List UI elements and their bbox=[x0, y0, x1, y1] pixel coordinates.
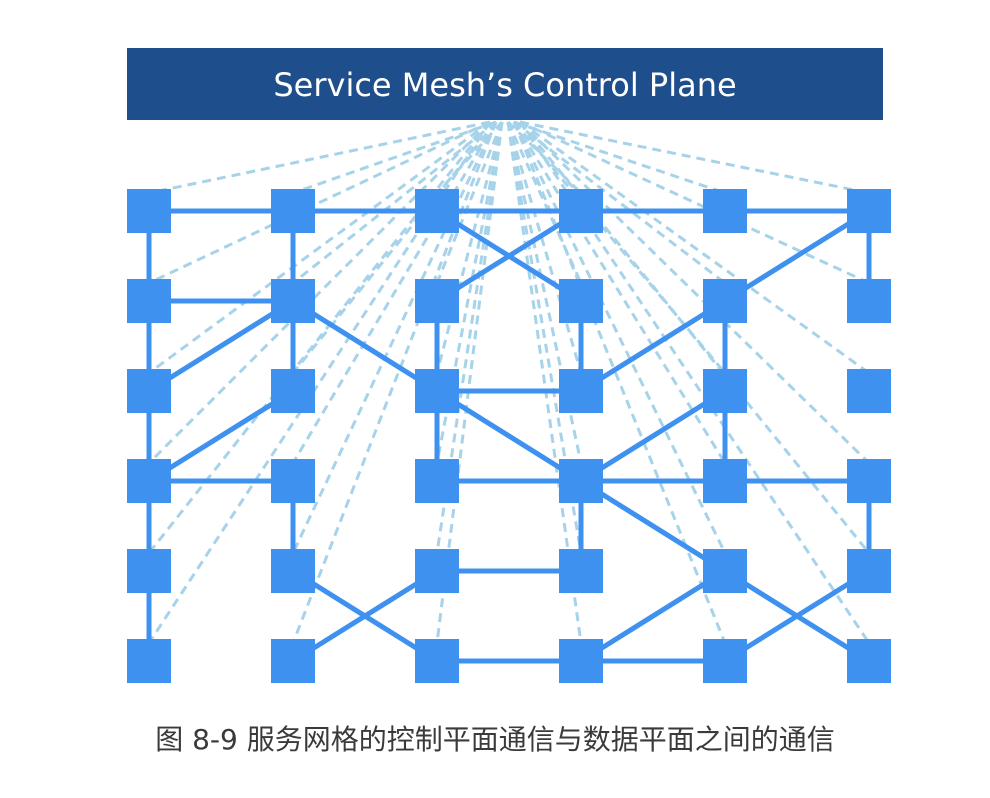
control-link-c4-r4 bbox=[512, 121, 727, 554]
control-link-c5-r0 bbox=[519, 120, 870, 195]
proxy-node-c5-r0 bbox=[847, 189, 891, 233]
control-plane-connections bbox=[147, 120, 871, 644]
proxy-node-c1-r5 bbox=[271, 639, 315, 683]
mesh-link-27 bbox=[579, 388, 727, 484]
control-link-c2-r0 bbox=[435, 120, 504, 195]
figure-caption: 图 8-9 服务网格的控制平面通信与数据平面之间的通信 bbox=[155, 723, 835, 756]
mesh-link-36 bbox=[291, 568, 439, 664]
mesh-link-13 bbox=[291, 298, 439, 394]
control-link-c1-r0 bbox=[292, 120, 497, 195]
mesh-link-26 bbox=[435, 388, 583, 484]
proxy-node-c4-r1 bbox=[703, 279, 747, 323]
proxy-node-c3-r5 bbox=[559, 639, 603, 683]
proxy-node-c2-r1 bbox=[415, 279, 459, 323]
proxy-node-c5-r3 bbox=[847, 459, 891, 503]
control-link-c0-r2 bbox=[148, 120, 491, 375]
proxy-node-c1-r3 bbox=[271, 459, 315, 503]
proxy-node-c3-r1 bbox=[559, 279, 603, 323]
proxy-node-c3-r3 bbox=[559, 459, 603, 503]
proxy-node-c4-r2 bbox=[703, 369, 747, 413]
proxy-node-c1-r4 bbox=[271, 549, 315, 593]
mesh-link-17 bbox=[435, 208, 583, 304]
control-link-c5-r1 bbox=[519, 120, 870, 285]
proxy-node-c2-r4 bbox=[415, 549, 459, 593]
banner-background bbox=[127, 48, 883, 120]
proxy-node-c5-r4 bbox=[847, 549, 891, 593]
proxy-node-c3-r4 bbox=[559, 549, 603, 593]
proxy-node-c0-r1 bbox=[127, 279, 171, 323]
control-link-c0-r1 bbox=[148, 120, 491, 285]
control-link-c1-r1 bbox=[292, 120, 497, 285]
control-link-c0-r0 bbox=[148, 120, 491, 195]
proxy-node-c0-r2 bbox=[127, 369, 171, 413]
control-plane-banner: Service Mesh’s Control Plane bbox=[127, 48, 883, 120]
proxy-node-c5-r2 bbox=[847, 369, 891, 413]
control-link-c4-r2 bbox=[512, 121, 727, 374]
proxy-node-c4-r0 bbox=[703, 189, 747, 233]
control-link-c0-r3 bbox=[147, 120, 492, 465]
mesh-link-40 bbox=[579, 568, 727, 664]
proxy-node-c5-r5 bbox=[847, 639, 891, 683]
proxy-node-c0-r5 bbox=[127, 639, 171, 683]
control-link-c1-r4 bbox=[291, 121, 498, 554]
proxy-node-c0-r4 bbox=[127, 549, 171, 593]
control-link-c1-r3 bbox=[291, 121, 498, 464]
mesh-link-43 bbox=[723, 568, 871, 664]
control-link-c0-r5 bbox=[147, 121, 492, 644]
proxy-node-c4-r5 bbox=[703, 639, 747, 683]
proxy-node-c0-r3 bbox=[127, 459, 171, 503]
control-link-c3-r2 bbox=[506, 121, 583, 374]
proxy-node-c3-r0 bbox=[559, 189, 603, 233]
proxy-node-c2-r2 bbox=[415, 369, 459, 413]
control-link-c5-r3 bbox=[518, 120, 871, 465]
mesh-link-14 bbox=[147, 298, 295, 394]
mesh-link-15 bbox=[147, 388, 295, 484]
proxy-node-c4-r4 bbox=[703, 549, 747, 593]
sidecar-proxy-nodes bbox=[127, 189, 891, 683]
mesh-link-23 bbox=[723, 208, 871, 304]
proxy-node-c1-r2 bbox=[271, 369, 315, 413]
banner-title: Service Mesh’s Control Plane bbox=[273, 66, 736, 104]
proxy-node-c1-r1 bbox=[271, 279, 315, 323]
mesh-link-42 bbox=[579, 478, 727, 574]
control-link-c5-r2 bbox=[519, 120, 870, 375]
proxy-node-c3-r2 bbox=[559, 369, 603, 413]
proxy-node-c5-r1 bbox=[847, 279, 891, 323]
proxy-node-c2-r5 bbox=[415, 639, 459, 683]
data-plane-mesh-links bbox=[146, 208, 872, 664]
proxy-node-c0-r0 bbox=[127, 189, 171, 233]
control-link-c4-r3 bbox=[512, 121, 727, 464]
proxy-node-c2-r0 bbox=[415, 189, 459, 233]
proxy-node-c2-r3 bbox=[415, 459, 459, 503]
proxy-node-c1-r0 bbox=[271, 189, 315, 233]
mesh-link-22 bbox=[579, 298, 727, 394]
control-link-c1-r2 bbox=[291, 121, 498, 374]
proxy-node-c4-r3 bbox=[703, 459, 747, 503]
control-link-c2-r2 bbox=[435, 121, 504, 374]
